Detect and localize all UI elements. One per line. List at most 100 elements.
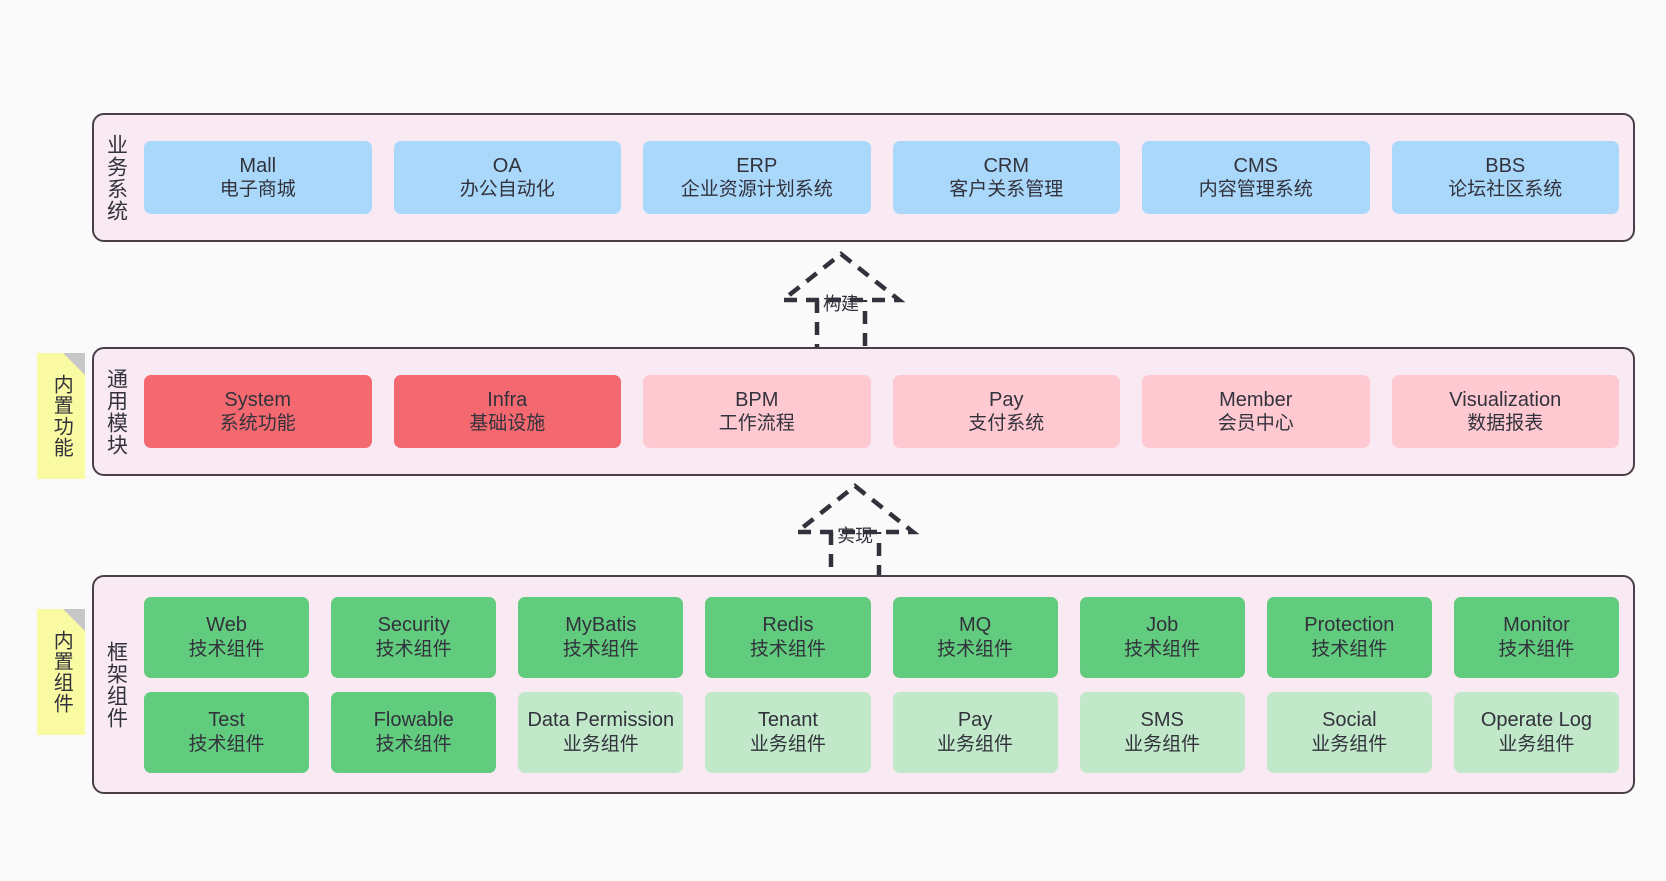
card-flowable[interactable]: Flowable 技术组件 xyxy=(331,691,497,773)
card-redis[interactable]: Redis 技术组件 xyxy=(705,596,871,678)
card-subtitle: 客户关系管理 xyxy=(949,179,1064,201)
card-subtitle: 业务组件 xyxy=(749,733,826,755)
dashed-hollow-triangle-arrow-icon xyxy=(790,483,920,589)
card-name: ERP xyxy=(736,154,778,177)
card-bbs[interactable]: BBS 论坛社区系统 xyxy=(1391,141,1619,214)
card-protection[interactable]: Protection 技术组件 xyxy=(1266,596,1432,678)
card-row: System 系统功能 Infra 基础设施 BPM 工作流程 Pay 支付系统… xyxy=(144,375,1619,448)
card-name: Flowable xyxy=(373,709,454,732)
card-name: Test xyxy=(208,709,245,732)
card-subtitle: 技术组件 xyxy=(375,638,452,660)
card-data-permission[interactable]: Data Permission 业务组件 xyxy=(518,691,684,773)
card-bpm[interactable]: BPM 工作流程 xyxy=(643,375,871,448)
card-job[interactable]: Job 技术组件 xyxy=(1079,596,1245,678)
card-monitor[interactable]: Monitor 技术组件 xyxy=(1453,596,1619,678)
sticky-note-builtin-components[interactable]: 内置组件 xyxy=(37,609,85,735)
card-subtitle: 技术组件 xyxy=(937,638,1014,660)
card-name: Member xyxy=(1219,388,1293,411)
card-subtitle: 业务组件 xyxy=(937,733,1014,755)
layer-common-modules[interactable]: 通用模块 System 系统功能 Infra 基础设施 BPM 工作流程 Pay… xyxy=(92,347,1635,476)
card-subtitle: 技术组件 xyxy=(1124,638,1201,660)
layer-business-systems[interactable]: 业务系统 Mall 电子商城 OA 办公自动化 ERP 企业资源计划系统 CRM… xyxy=(92,113,1635,242)
card-security[interactable]: Security 技术组件 xyxy=(331,596,497,678)
sticky-note-builtin-features[interactable]: 内置功能 xyxy=(37,353,85,479)
card-name: Pay xyxy=(989,388,1024,411)
card-name: Visualization xyxy=(1449,388,1562,411)
layer-title-business-systems: 业务系统 xyxy=(104,133,128,222)
card-subtitle: 技术组件 xyxy=(749,638,826,660)
card-name: BPM xyxy=(735,388,779,411)
card-subtitle: 技术组件 xyxy=(1311,638,1388,660)
card-subtitle: 业务组件 xyxy=(1124,733,1201,755)
card-name: Web xyxy=(206,614,247,637)
card-erp[interactable]: ERP 企业资源计划系统 xyxy=(643,141,871,214)
card-name: Job xyxy=(1146,614,1179,637)
card-mall[interactable]: Mall 电子商城 xyxy=(144,141,372,214)
card-name: Redis xyxy=(762,614,814,637)
card-pay-component[interactable]: Pay 业务组件 xyxy=(892,691,1058,773)
card-sms[interactable]: SMS 业务组件 xyxy=(1079,691,1245,773)
card-name: SMS xyxy=(1140,709,1184,732)
card-name: Operate Log xyxy=(1480,709,1593,732)
sticky-note-label: 内置组件 xyxy=(50,630,73,714)
card-subtitle: 企业资源计划系统 xyxy=(680,179,833,201)
card-name: Tenant xyxy=(757,709,818,732)
dashed-hollow-triangle-arrow-icon xyxy=(776,251,906,357)
card-subtitle: 支付系统 xyxy=(968,413,1045,435)
card-row: Mall 电子商城 OA 办公自动化 ERP 企业资源计划系统 CRM 客户关系… xyxy=(144,141,1619,214)
card-subtitle: 会员中心 xyxy=(1217,413,1294,435)
card-subtitle: 工作流程 xyxy=(718,413,795,435)
card-subtitle: 数据报表 xyxy=(1467,413,1544,435)
connector-build: 构建 xyxy=(761,251,921,357)
card-test[interactable]: Test 技术组件 xyxy=(144,691,310,773)
card-tenant[interactable]: Tenant 业务组件 xyxy=(705,691,871,773)
card-mq[interactable]: MQ 技术组件 xyxy=(892,596,1058,678)
card-operate-log[interactable]: Operate Log 业务组件 xyxy=(1453,691,1619,773)
card-name: Pay xyxy=(957,709,993,732)
layer-body-business-systems: Mall 电子商城 OA 办公自动化 ERP 企业资源计划系统 CRM 客户关系… xyxy=(138,141,1633,214)
card-pay-module[interactable]: Pay 支付系统 xyxy=(892,375,1120,448)
card-subtitle: 技术组件 xyxy=(562,638,639,660)
layer-title-framework-components: 框架组件 xyxy=(104,640,128,729)
card-system[interactable]: System 系统功能 xyxy=(144,375,372,448)
card-crm[interactable]: CRM 客户关系管理 xyxy=(892,141,1120,214)
card-visualization[interactable]: Visualization 数据报表 xyxy=(1391,375,1619,448)
card-name: Mall xyxy=(239,154,277,177)
layer-framework-components[interactable]: 框架组件 Web 技术组件 Security 技术组件 MyBatis 技术组件… xyxy=(92,575,1635,794)
folded-corner-icon xyxy=(63,609,85,631)
card-subtitle: 内容管理系统 xyxy=(1198,179,1313,201)
card-member[interactable]: Member 会员中心 xyxy=(1142,375,1370,448)
card-infra[interactable]: Infra 基础设施 xyxy=(393,375,621,448)
layer-body-common-modules: System 系统功能 Infra 基础设施 BPM 工作流程 Pay 支付系统… xyxy=(138,375,1633,448)
card-name: MQ xyxy=(958,614,992,637)
card-subtitle: 技术组件 xyxy=(188,733,265,755)
card-subtitle: 技术组件 xyxy=(188,638,265,660)
card-subtitle: 论坛社区系统 xyxy=(1448,179,1563,201)
card-subtitle: 系统功能 xyxy=(219,413,296,435)
card-cms[interactable]: CMS 内容管理系统 xyxy=(1142,141,1370,214)
card-name: CRM xyxy=(983,154,1030,177)
card-mybatis[interactable]: MyBatis 技术组件 xyxy=(518,596,684,678)
sticky-note-label: 内置功能 xyxy=(50,374,73,458)
card-name: Monitor xyxy=(1503,614,1570,637)
card-web[interactable]: Web 技术组件 xyxy=(144,596,310,678)
card-name: Security xyxy=(377,614,450,637)
card-subtitle: 基础设施 xyxy=(469,413,546,435)
card-name: System xyxy=(224,388,292,411)
card-name: Data Permission xyxy=(527,709,675,732)
card-name: Social xyxy=(1322,709,1377,732)
folded-corner-icon xyxy=(63,353,85,375)
card-name: BBS xyxy=(1485,154,1526,177)
card-subtitle: 业务组件 xyxy=(562,733,639,755)
card-social[interactable]: Social 业务组件 xyxy=(1266,691,1432,773)
card-subtitle: 电子商城 xyxy=(219,179,296,201)
card-subtitle: 业务组件 xyxy=(1311,733,1388,755)
card-subtitle: 办公自动化 xyxy=(459,179,555,201)
card-name: Protection xyxy=(1304,614,1395,637)
card-oa[interactable]: OA 办公自动化 xyxy=(393,141,621,214)
connector-implement: 实现 xyxy=(775,483,935,589)
card-subtitle: 业务组件 xyxy=(1498,733,1575,755)
card-subtitle: 技术组件 xyxy=(375,733,452,755)
layer-title-common-modules: 通用模块 xyxy=(104,367,128,456)
